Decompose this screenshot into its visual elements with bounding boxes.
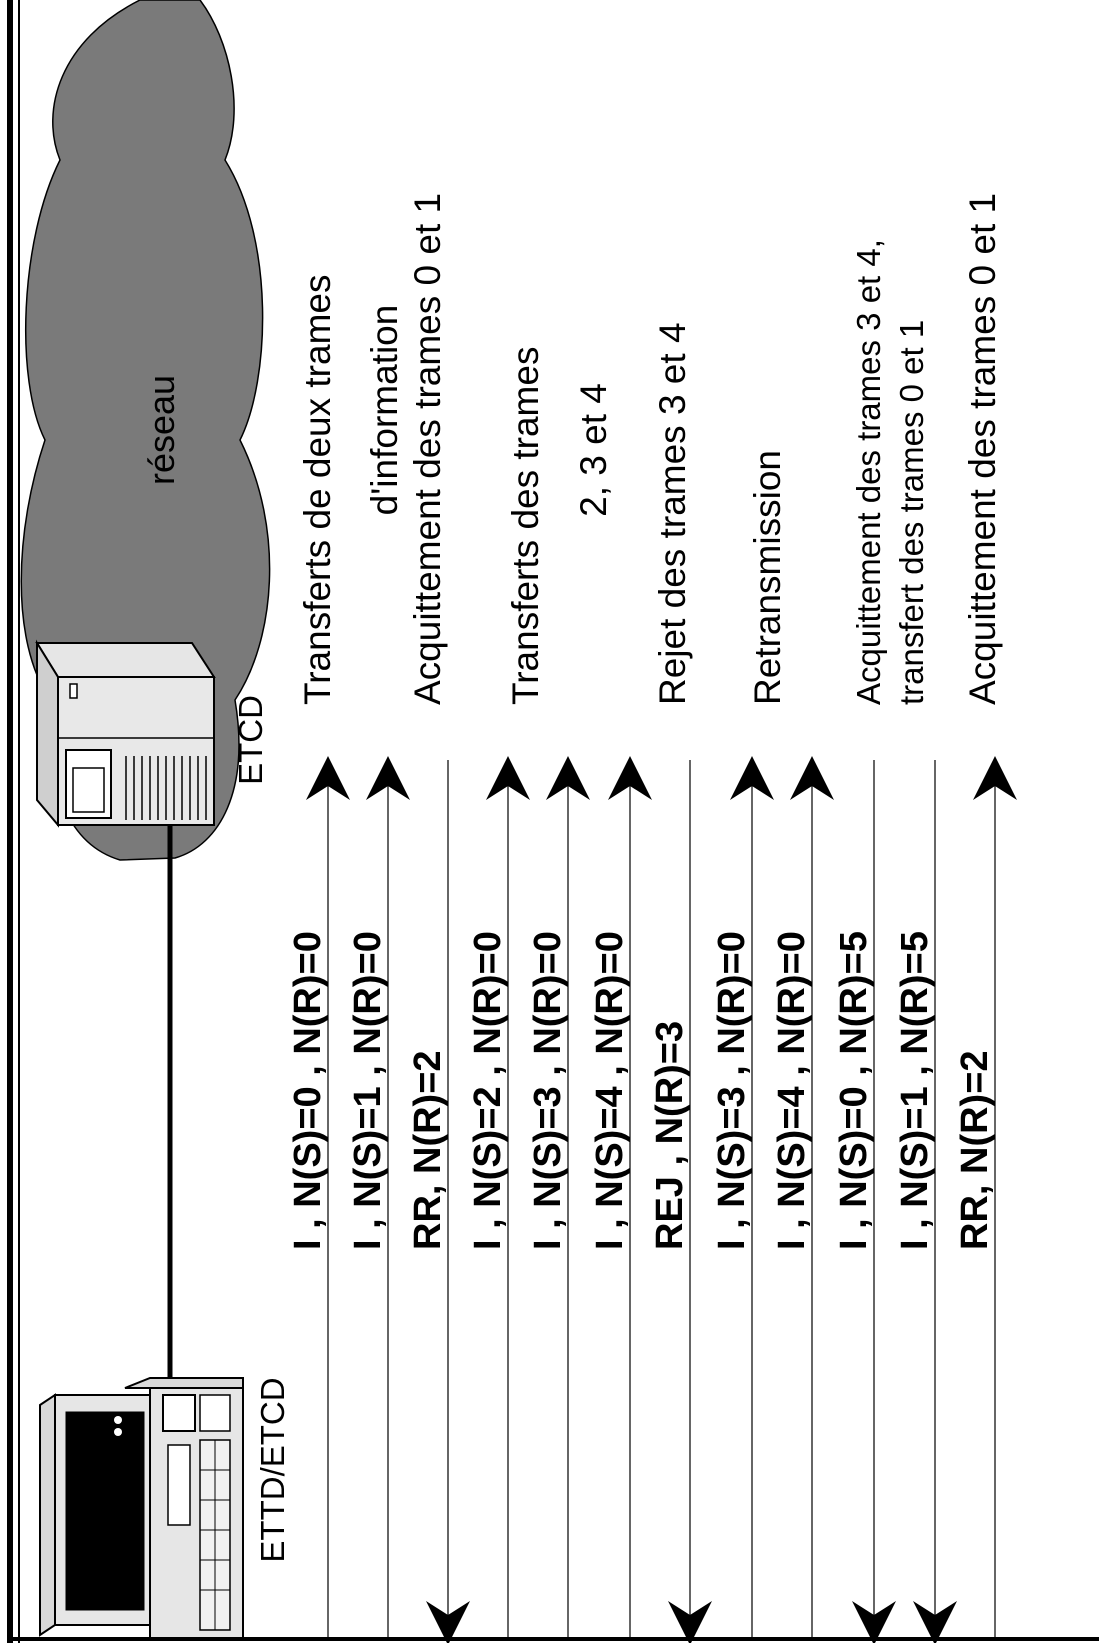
exchange-label: I , N(S)=0 , N(R)=5 bbox=[833, 931, 875, 1250]
server-left-face bbox=[36, 639, 59, 828]
description-1: Transferts de deux trames d'information bbox=[297, 275, 405, 705]
arrowhead-icon bbox=[730, 756, 774, 800]
arrowhead-icon bbox=[426, 1601, 470, 1643]
page-border-bottom bbox=[7, 1637, 1099, 1641]
server-top-face bbox=[35, 642, 216, 678]
description-line: 2, 3 et 4 bbox=[573, 383, 614, 517]
arrowhead-icon bbox=[852, 1601, 896, 1643]
description-2: Acquittement des trames 0 et 1 bbox=[407, 193, 448, 705]
network-label: réseau bbox=[141, 375, 182, 485]
exchange-label: I , N(S)=3 , N(R)=0 bbox=[711, 931, 753, 1250]
server-icon bbox=[35, 639, 216, 828]
description-line: Acquittement des trames 0 et 1 bbox=[962, 193, 1003, 705]
exchange-10: I , N(S)=0 , N(R)=5 bbox=[833, 760, 896, 1643]
computer-drive bbox=[162, 1394, 196, 1432]
page-border bbox=[7, 0, 13, 1643]
description-line: d'information bbox=[364, 305, 405, 516]
exchange-label: I , N(S)=1 , N(R)=5 bbox=[894, 931, 936, 1250]
exchange-2: I , N(S)=1 , N(R)=0 bbox=[347, 756, 410, 1640]
exchange-11: I , N(S)=1 , N(R)=5 bbox=[894, 760, 957, 1643]
computer-monitor-depth bbox=[39, 1393, 56, 1637]
etcd-label: ETCD bbox=[232, 695, 269, 785]
arrowhead-icon bbox=[668, 1601, 712, 1643]
ettd-etcd-label: ETTD/ETCD bbox=[254, 1377, 291, 1562]
arrowhead-icon bbox=[608, 756, 652, 800]
arrowhead-icon bbox=[366, 756, 410, 800]
exchange-8: I , N(S)=3 , N(R)=0 bbox=[711, 756, 774, 1640]
description-line: Retransmission bbox=[747, 450, 788, 705]
computer-icon bbox=[39, 1377, 244, 1639]
exchange-label: I , N(S)=4 , N(R)=0 bbox=[589, 931, 631, 1250]
exchange-7: REJ , N(R)=3 bbox=[649, 760, 712, 1643]
description-line: Acquittement des trames 0 et 1 bbox=[407, 193, 448, 705]
server-drive-slot bbox=[69, 683, 78, 699]
computer-base-depth bbox=[124, 1377, 244, 1389]
description-7: Acquittement des trames 0 et 1 bbox=[962, 193, 1003, 705]
description-line: transfert des trames 0 et 1 bbox=[893, 320, 930, 705]
exchange-4: I , N(S)=2 , N(R)=0 bbox=[467, 756, 530, 1640]
description-line: Transferts des trames bbox=[505, 347, 546, 705]
arrowhead-icon bbox=[973, 756, 1017, 800]
description-6: Acquittement des trames 3 et 4,transfert… bbox=[850, 239, 930, 705]
computer-screen bbox=[65, 1411, 145, 1611]
page-border-inner bbox=[18, 0, 20, 1643]
arrowhead-icon bbox=[306, 756, 350, 800]
description-3: Transferts des trames 2, 3 et 4 bbox=[505, 347, 614, 705]
description-5: Retransmission bbox=[747, 450, 788, 705]
exchange-label: I , N(S)=4 , N(R)=0 bbox=[771, 931, 813, 1250]
exchange-label: I , N(S)=1 , N(R)=0 bbox=[347, 931, 389, 1250]
exchange-9: I , N(S)=4 , N(R)=0 bbox=[771, 756, 834, 1640]
description-line: Transferts de deux trames bbox=[297, 275, 338, 705]
description-4: Rejet des trames 3 et 4 bbox=[652, 322, 693, 705]
server-vents bbox=[125, 756, 207, 820]
arrowhead-icon bbox=[486, 756, 530, 800]
exchange-label: I , N(S)=0 , N(R)=0 bbox=[287, 931, 329, 1250]
exchange-label: RR, N(R)=2 bbox=[954, 1050, 996, 1250]
description-line: Acquittement des trames 3 et 4, bbox=[850, 239, 887, 705]
exchange-12: RR, N(R)=2 bbox=[954, 756, 1017, 1640]
arrowhead-icon bbox=[790, 756, 834, 800]
exchange-label: REJ , N(R)=3 bbox=[649, 1021, 691, 1250]
description-line: Rejet des trames 3 et 4 bbox=[652, 322, 693, 705]
arrowhead-icon bbox=[913, 1601, 957, 1643]
exchange-label: RR, N(R)=2 bbox=[407, 1050, 449, 1250]
exchange-6: I , N(S)=4 , N(R)=0 bbox=[589, 756, 652, 1640]
exchange-label: I , N(S)=2 , N(R)=0 bbox=[467, 931, 509, 1250]
exchange-sequence: I , N(S)=0 , N(R)=0 I , N(S)=1 , N(R)=0 RR… bbox=[287, 756, 1017, 1643]
exchange-label: I , N(S)=3 , N(R)=0 bbox=[527, 931, 569, 1250]
arrowhead-icon bbox=[546, 756, 590, 800]
exchange-1: I , N(S)=0 , N(R)=0 bbox=[287, 756, 350, 1640]
exchange-3: RR, N(R)=2 bbox=[407, 760, 470, 1643]
exchange-5: I , N(S)=3 , N(R)=0 bbox=[527, 756, 590, 1640]
